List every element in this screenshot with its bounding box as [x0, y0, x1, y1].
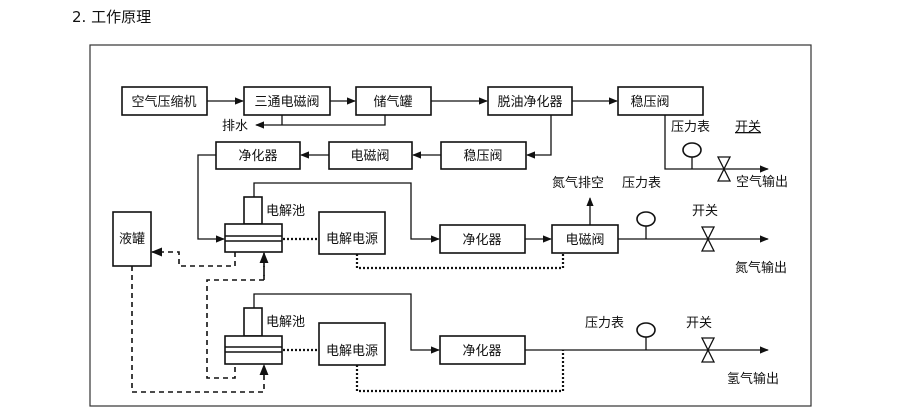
air-output-label: 空气输出: [736, 174, 788, 190]
three-way-valve-label: 三通电磁阀: [254, 95, 319, 110]
air-tank-node: 储气罐: [355, 86, 432, 116]
arrow-purifier-to-cell: [197, 154, 225, 243]
deoil-purifier-node: 脱油净化器: [487, 86, 573, 116]
liquid-tank-node: 液罐: [112, 211, 152, 267]
nitrogen-pressure-gauge-icon: [636, 211, 656, 239]
arrow-cell-to-hydrogen-purifier: [253, 293, 440, 354]
hydrogen-pressure-gauge-icon: [636, 322, 656, 350]
air-switch-valve-icon: [716, 156, 732, 182]
nitrogen-switch-label: 开关: [692, 204, 718, 219]
compressor-node: 空气压缩机: [121, 86, 208, 116]
drain-line-tank: [255, 115, 386, 129]
hydrogen-power-label: 电解电源: [326, 344, 378, 359]
nitrogen-cell-icon: [224, 196, 283, 253]
return-solenoid-valve-node: 电磁阀: [328, 141, 413, 170]
compressor-label: 空气压缩机: [131, 94, 196, 110]
return-purifier-label: 净化器: [238, 149, 277, 164]
air-output-line: [664, 115, 769, 173]
hydrogen-output-label: 氢气输出: [727, 371, 779, 387]
deoil-purifier-label: 脱油净化器: [497, 95, 562, 110]
hydrogen-pressure-gauge-label: 压力表: [585, 316, 624, 331]
regulator-2-node: 稳压阀: [440, 141, 527, 170]
nitrogen-solenoid-valve-node: 电磁阀: [551, 224, 619, 254]
hydrogen-cell-icon: [224, 307, 283, 365]
drain-label: 排水: [222, 119, 248, 134]
liquid-tank-label: 液罐: [119, 232, 145, 247]
nitrogen-solenoid-valve-label: 电磁阀: [565, 233, 604, 248]
hydrogen-power-wire-loop: [355, 350, 565, 393]
air-tank-label: 储气罐: [373, 94, 412, 110]
return-purifier-node: 净化器: [215, 141, 301, 170]
hydrogen-cell-label: 电解池: [266, 315, 305, 330]
nitrogen-power-to-solenoid-wire: [355, 254, 565, 270]
nitrogen-cell-label: 电解池: [266, 204, 305, 219]
hydrogen-purifier-node: 净化器: [439, 335, 526, 365]
regulator-1-node: 稳压阀: [617, 86, 704, 116]
diagram-frame: [89, 44, 812, 407]
return-solenoid-valve-label: 电磁阀: [350, 149, 389, 164]
arrow-deoil-to-regulator-2: [526, 115, 552, 159]
nitrogen-purifier-node: 净化器: [439, 224, 526, 254]
air-pressure-gauge-label: 压力表: [671, 120, 710, 135]
section-heading: 2. 工作原理: [72, 8, 152, 26]
nitrogen-power-label: 电解电源: [326, 232, 378, 247]
nitrogen-purifier-label: 净化器: [462, 233, 501, 248]
nitrogen-power-node: 电解电源: [318, 211, 386, 255]
regulator-2-label: 稳压阀: [463, 148, 502, 164]
three-way-valve-node: 三通电磁阀: [243, 86, 331, 116]
tank-to-hydrogen-cell-dashed: [131, 266, 269, 393]
air-pressure-gauge-icon: [682, 142, 702, 169]
nitrogen-pressure-gauge-label: 压力表: [622, 176, 661, 191]
regulator-1-label: 稳压阀: [630, 94, 669, 110]
arrow-cell-to-nitrogen-purifier: [253, 182, 440, 243]
nitrogen-vent-label: 氮气排空: [552, 175, 604, 191]
nitrogen-cell-to-tank-dashed: [150, 247, 236, 267]
hydrogen-switch-valve-icon: [700, 337, 716, 363]
nitrogen-output-label: 氮气输出: [735, 260, 787, 276]
nitrogen-switch-valve-icon: [700, 226, 716, 252]
hydrogen-switch-label: 开关: [686, 316, 712, 331]
hydrogen-power-node: 电解电源: [318, 322, 386, 366]
air-switch-label: 开关: [735, 120, 761, 135]
hydrogen-purifier-label: 净化器: [462, 344, 501, 359]
